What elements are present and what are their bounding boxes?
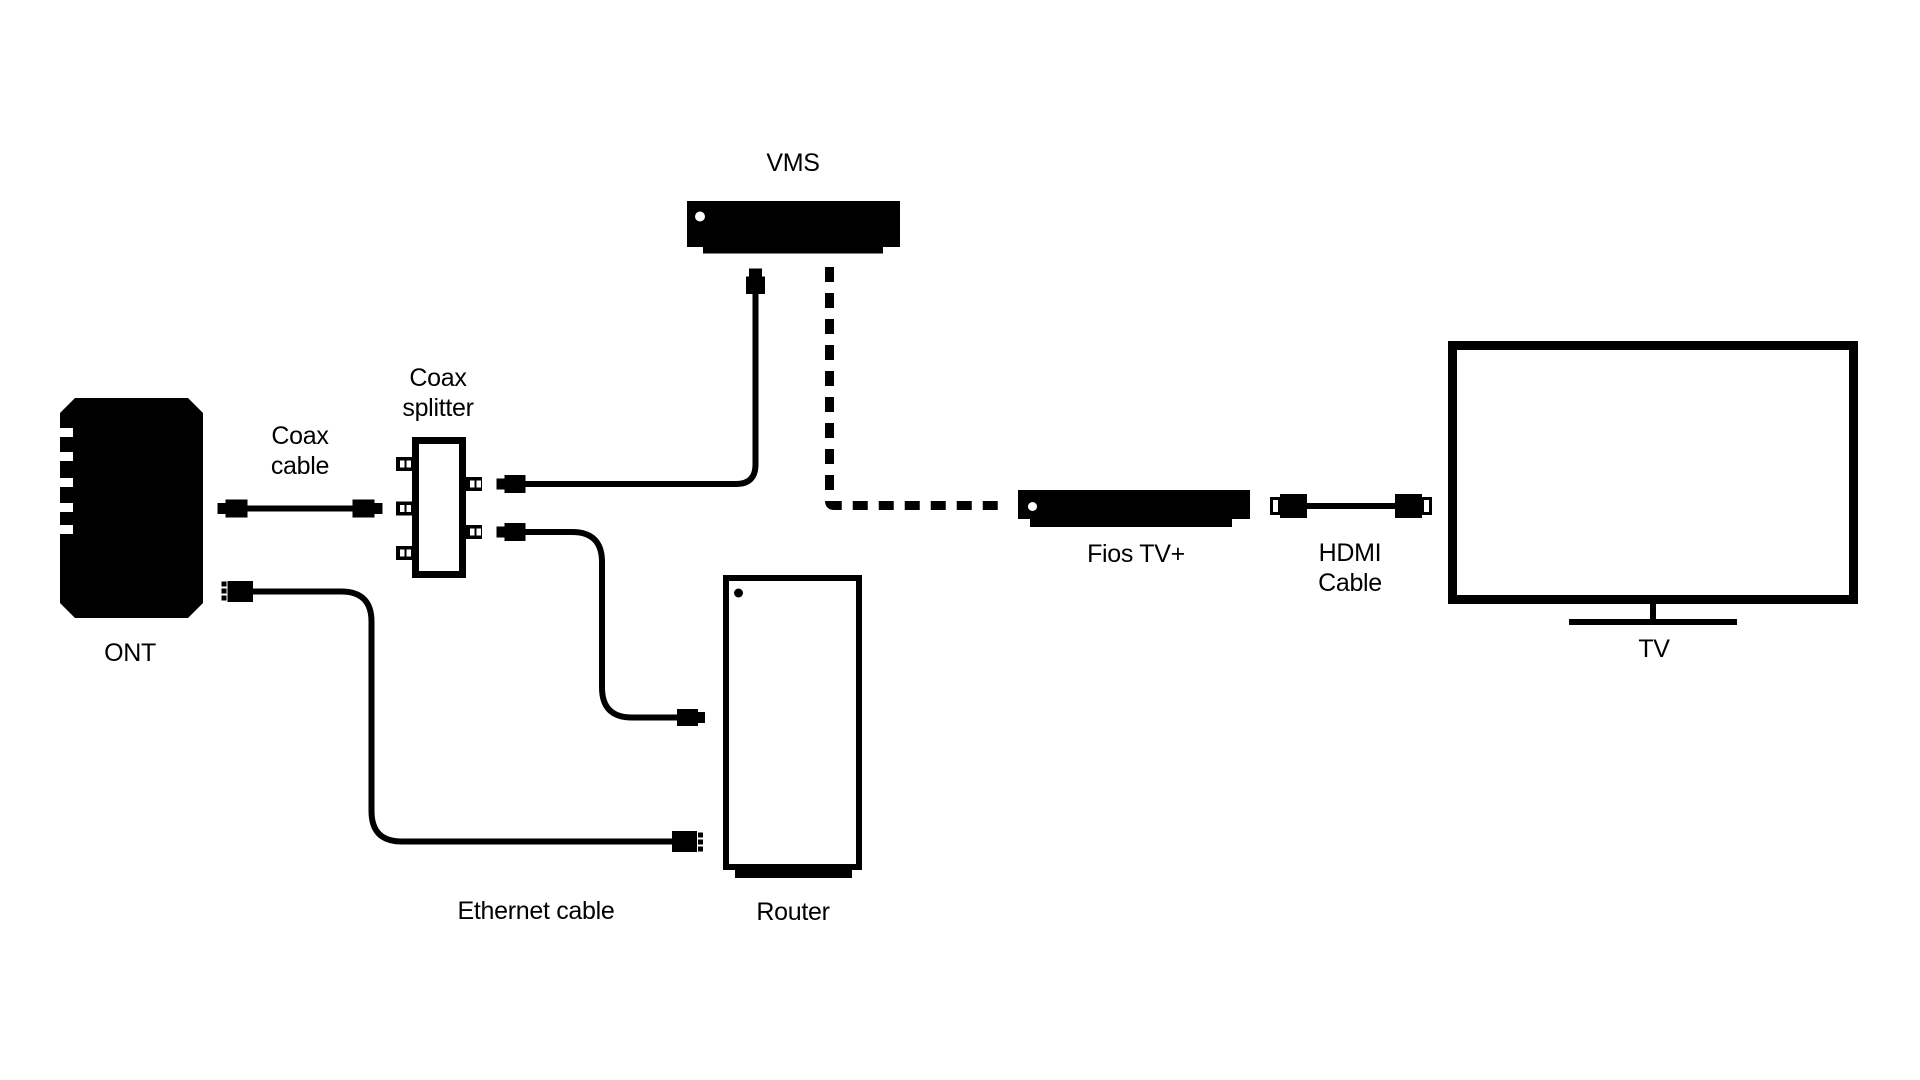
fios-tv-label: Fios TV+ [1087,539,1185,569]
coax-connector-tip [496,478,505,490]
label-line: Fios TV+ [1087,540,1185,568]
vms-fios-dashed-link [825,267,1000,510]
label-line: ONT [104,639,156,667]
coax-connector-tip [496,526,505,538]
coax-connector-tip [749,268,762,277]
coax-connector [504,523,526,541]
rj45-pin [221,588,227,594]
splitter-port [396,501,413,516]
ethernet-cable-label: Ethernet cable [457,896,614,926]
splitter-port [396,546,413,560]
splitter-port [465,525,482,539]
ont-vent-slot [59,452,73,461]
hdmi-plug-tip [1421,497,1432,515]
tv-stand-base [1569,619,1737,625]
coax-splitter-device [396,437,482,578]
rj45-pin [698,846,703,852]
fios-tv-base [1030,519,1232,527]
router-base [735,870,852,878]
label-line: Ethernet cable [457,897,615,925]
rj45-connector [227,581,253,602]
rj45-pin [221,595,227,601]
coax-cable-line [525,529,677,721]
coax-connector [677,709,698,726]
ont-vent-slot [59,428,73,437]
vms-led [695,211,705,222]
coax-connector-tip [374,503,383,514]
rj45-pin [698,839,703,845]
hdmi-connector [1280,494,1307,518]
label-line: cable [270,452,330,480]
tv-device [1448,341,1858,625]
ont-router-ethernet-cable [221,581,703,852]
tv-label: TV [1638,634,1670,664]
coax-connector [352,499,375,518]
ont-device [59,398,203,618]
router-led [734,588,743,598]
label-line: VMS [766,149,820,177]
coax-cable-line [525,294,759,487]
splitter-body [412,437,466,578]
label-line: Coax [409,364,467,392]
hdmi-cable [1270,494,1432,518]
router-label: Router [756,897,830,927]
router-body [723,575,862,870]
label-line: TV [1638,635,1670,663]
ethernet-cable-line [253,588,672,845]
coax-connector-tip [698,712,705,723]
hdmi-plug-tip [1270,497,1281,515]
ont-vent-slot [59,525,73,534]
ont-splitter-coax-cable [217,499,383,518]
ont-vent-slot [59,503,73,512]
splitter-port [465,477,482,491]
vms-base [703,247,883,254]
hdmi-cable-label: HDMI Cable [1318,538,1382,598]
label-line: HDMI [1318,539,1382,567]
router-device [723,575,862,878]
rj45-pin [698,832,703,838]
ont-vent-slot [59,478,73,487]
coax-connector [225,499,248,518]
label-line: Coax [271,422,329,450]
coax-splitter-label: Coax splitter [402,363,474,423]
ont-label: ONT [104,638,156,668]
label-line: Router [756,898,830,926]
coax-cable-label: Coax cable [270,421,330,481]
dashed-line [825,267,1000,510]
splitter-port [396,457,413,471]
coax-connector [746,276,765,294]
vms-device [687,201,900,254]
fios-tv-led [1028,502,1037,511]
vms-label: VMS [766,148,820,178]
label-line: Cable [1318,569,1382,597]
splitter-vms-coax-cable [496,268,765,493]
tv-screen [1448,341,1858,604]
ont-body [60,398,203,618]
hdmi-connector [1395,494,1422,518]
rj45-connector [672,831,697,852]
fios-tv-device [1018,490,1250,527]
fios-tv-body [1018,490,1250,519]
label-line: splitter [402,394,474,422]
splitter-router-coax-cable [496,523,705,726]
rj45-pin [221,581,227,587]
tv-stand-neck [1650,604,1656,620]
coax-connector [504,475,526,493]
vms-body [687,201,900,247]
coax-connector-tip [217,503,226,514]
